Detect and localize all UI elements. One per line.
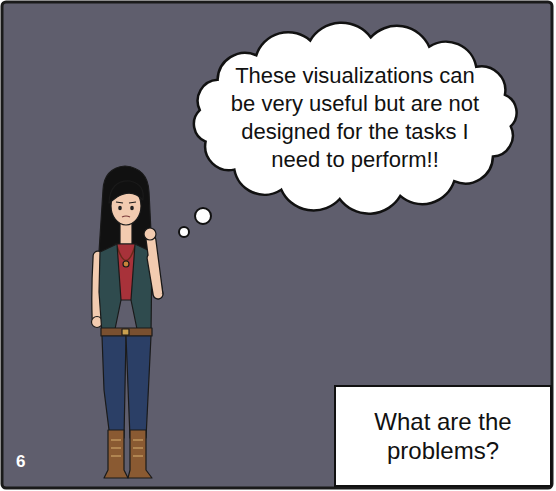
cloud-outline: [182, 20, 529, 216]
caption-box: What are the problems?: [334, 385, 552, 487]
panel-number: 6: [16, 452, 25, 472]
caption-text: What are the problems?: [358, 407, 528, 465]
thought-dot: [179, 227, 189, 237]
thought-text: These visualizations can be very useful …: [230, 62, 480, 174]
panel-ground: [2, 2, 552, 488]
cloud-shape: [194, 23, 517, 214]
woman-figure: [92, 166, 159, 478]
text-holder: These visualizations can be very useful …: [230, 62, 480, 174]
thought-dot: [195, 208, 211, 224]
thought-bubble: These visualizations can be very useful …: [182, 20, 529, 216]
